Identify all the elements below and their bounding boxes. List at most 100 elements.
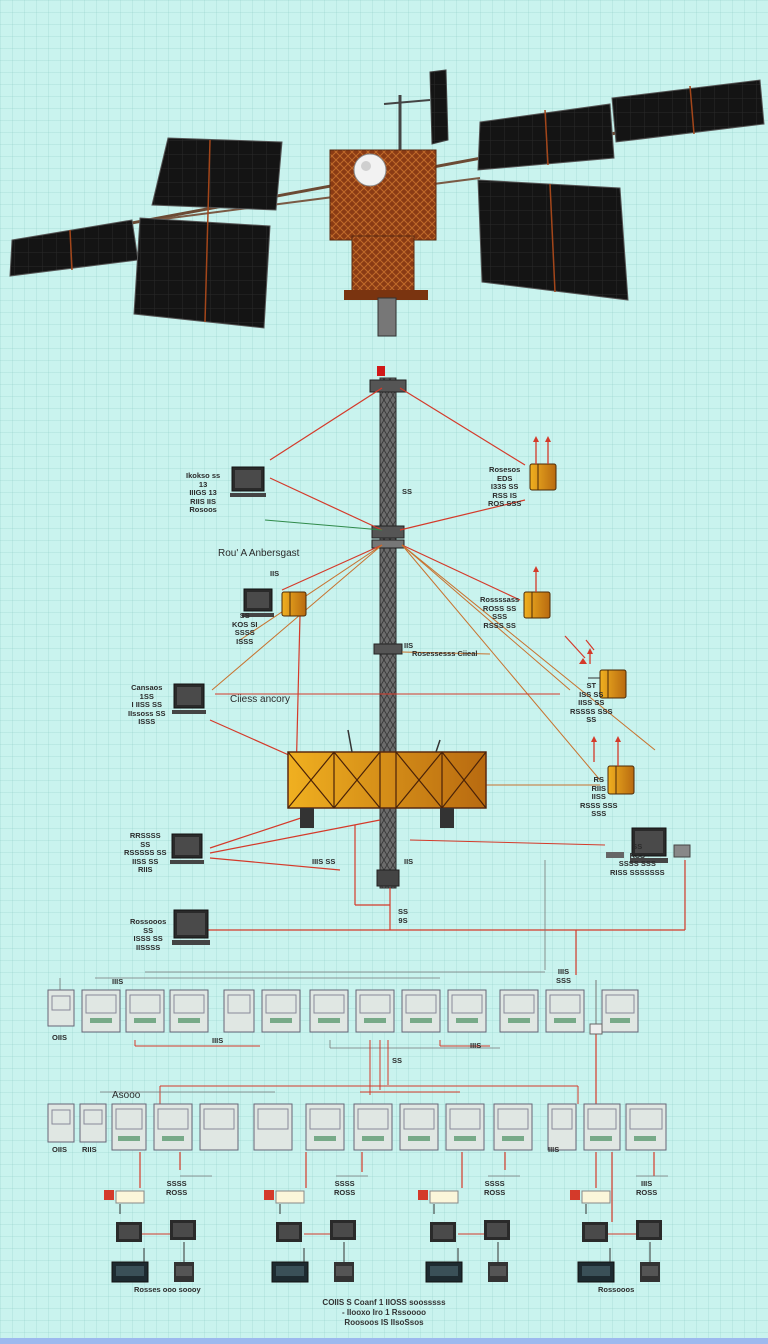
workstation-3-label: Cansaos 1SS I IISS SS IIssoss SS ISSS: [128, 683, 166, 726]
rack-center-label: SS: [392, 1056, 403, 1065]
rack-row-2-left-caption-1: OIIS: [52, 1145, 68, 1154]
mast-node-lower: [373, 643, 403, 655]
rack-row-2-right-caption: IIIS: [548, 1145, 560, 1154]
workstations: [170, 466, 691, 945]
workstation-3-caption: Ciiess ancory: [230, 694, 291, 705]
rack-cabinet: [199, 1103, 239, 1151]
rack-cabinet: [47, 1103, 75, 1143]
workstation-3: [172, 683, 206, 714]
rack-cabinet: [493, 1103, 533, 1151]
rack-cabinet: [401, 989, 441, 1033]
workstation-5: [172, 909, 210, 945]
rack-cabinet: [445, 1103, 485, 1151]
terminal-group-4-label: IIIS ROSS: [636, 1179, 658, 1197]
mast-beacon: [377, 366, 385, 376]
rack-cabinet: [545, 989, 585, 1033]
solar-panel-far-left: [9, 219, 139, 277]
rack-row-1-top-left-label: IIIS: [112, 977, 124, 986]
sensor-4-label: RS RIIS IISS RSSS SSS SSS: [580, 775, 618, 818]
mast-node-2-label: IIS: [404, 641, 414, 650]
terminal-group-3: [418, 1190, 510, 1283]
main-node-sublabel: IIS: [270, 569, 280, 578]
rack-cabinet: [111, 1103, 147, 1151]
footer-line-3: Roosoos IS IIsoSsos: [344, 1318, 424, 1327]
sensor-unit-1b: [281, 591, 307, 617]
mast-bottom-label: SS 9S: [398, 907, 409, 925]
equipment-module: [287, 729, 487, 828]
terminal-caption-right: Rossooos: [598, 1285, 635, 1294]
rack-cabinet: [79, 1103, 107, 1143]
sensor-unit-1: [529, 436, 557, 491]
satellite-connector: [377, 297, 397, 337]
network-switch: [673, 844, 691, 858]
footer-line-2: - IIooxo Iro 1 Rssoooo: [341, 1308, 426, 1317]
workstation-1-label: Ikokso ss 13 IIIGS 13 RIIS IIS Rosoos: [186, 471, 221, 514]
terminal-caption-left: Rosses ooo soooy: [134, 1285, 201, 1294]
sensor-unit-4: [591, 736, 635, 795]
rack-cabinet: [447, 989, 487, 1033]
satellite: [9, 69, 765, 337]
solar-panel-upper-left: [151, 137, 283, 211]
sensor-unit-3: [585, 639, 627, 699]
rack-cabinet: [169, 989, 209, 1033]
rack-cabinet: [355, 989, 395, 1033]
rack-cabinet: [47, 989, 75, 1027]
server-rack-row-2: [47, 1103, 667, 1151]
workstation-6: [630, 827, 668, 863]
rack-cabinet: [305, 1103, 345, 1151]
server-rack-row-1: [47, 989, 639, 1035]
terminal-group-1: [104, 1190, 196, 1283]
workstation-2: [242, 588, 274, 617]
rack-cabinet: [499, 989, 539, 1033]
rack-cabinet: [223, 989, 255, 1033]
sensor-1-label: Rosesos EDS I33S SS RSS IS ROS SSS: [488, 465, 522, 508]
mast-node-2-sublabel: Rosessesss Ciieal: [412, 649, 478, 658]
terminal-group-1-label: SSSS ROSS: [166, 1179, 188, 1197]
rack-cabinet: [601, 989, 639, 1033]
workstation-2-label: SS KOS SI SSSS ISSS: [232, 611, 258, 646]
sensor-3-label: ST ISS SS IISS SS RSSSS SSS SS: [570, 681, 613, 724]
workstation-1: [230, 466, 266, 497]
diagram-footer: COIIS S Coanf 1 IIOSS soosssss - IIooxo …: [0, 1298, 768, 1328]
rack-cabinet: [583, 1103, 621, 1151]
rack-cabinet: [125, 989, 165, 1033]
rack-row-2-title: Asooo: [112, 1090, 141, 1101]
mast-column: [379, 377, 397, 889]
equipment-module-housing: [287, 751, 487, 809]
workstation-4-label: RRSSSS SS RSSSSS SS IISS SS RIIS: [124, 831, 167, 874]
rack-row-1-left-caption: OIIS: [52, 1033, 68, 1042]
workstation-6-label: SS RSS SSSS SSS RISS SSSSSSS: [610, 842, 665, 877]
rack-cabinet: [81, 989, 121, 1033]
terminal-group-4: [570, 1190, 662, 1283]
footer-line-1: COIIS S Coanf 1 IIOSS soosssss: [322, 1298, 446, 1307]
terminal-group-3-label: SSSS ROSS: [484, 1179, 506, 1197]
rack-row-1-mid-caption-2: IIIS: [470, 1041, 482, 1050]
central-mast: [369, 366, 407, 889]
terminal-group-2: [264, 1190, 356, 1283]
mast-base-label-1: IIIS SS: [312, 857, 336, 866]
mast-mid-label: SS: [402, 487, 413, 496]
sensor-units: [281, 436, 635, 795]
rack-row-2-left-caption-2: RIIS: [82, 1145, 97, 1154]
solar-panel-lower-left: [133, 217, 271, 329]
rack-cabinet: [253, 1103, 293, 1151]
rack-row-1-top-right-label: IIIS SSS: [556, 967, 572, 985]
sensor-unit-2: [523, 566, 551, 619]
antenna-panel: [429, 69, 449, 145]
rack-cabinet: [353, 1103, 393, 1151]
rack-cabinet: [399, 1103, 439, 1151]
terminal-group-2-label: SSSS ROSS: [334, 1179, 356, 1197]
satellite-dome: [353, 153, 387, 187]
main-node-label: Rou' A Anbersgast: [218, 548, 300, 559]
bottom-strip: [0, 1338, 768, 1344]
sensor-2-label: Rossssass ROSS SS SSS RSSS SS: [480, 595, 520, 630]
mast-base-label-2: IIS: [404, 857, 414, 866]
workstation-5-label: Rossooos SS ISSS SS IISSSS: [130, 917, 167, 952]
rack-row-1-mid-caption: IIIS: [212, 1036, 224, 1045]
solar-panel-far-right: [611, 79, 765, 143]
rack-cabinet: [261, 989, 301, 1033]
rack-cabinet: [547, 1103, 577, 1151]
rack-cabinet: [309, 989, 349, 1033]
terminal-groups: [104, 1190, 662, 1283]
